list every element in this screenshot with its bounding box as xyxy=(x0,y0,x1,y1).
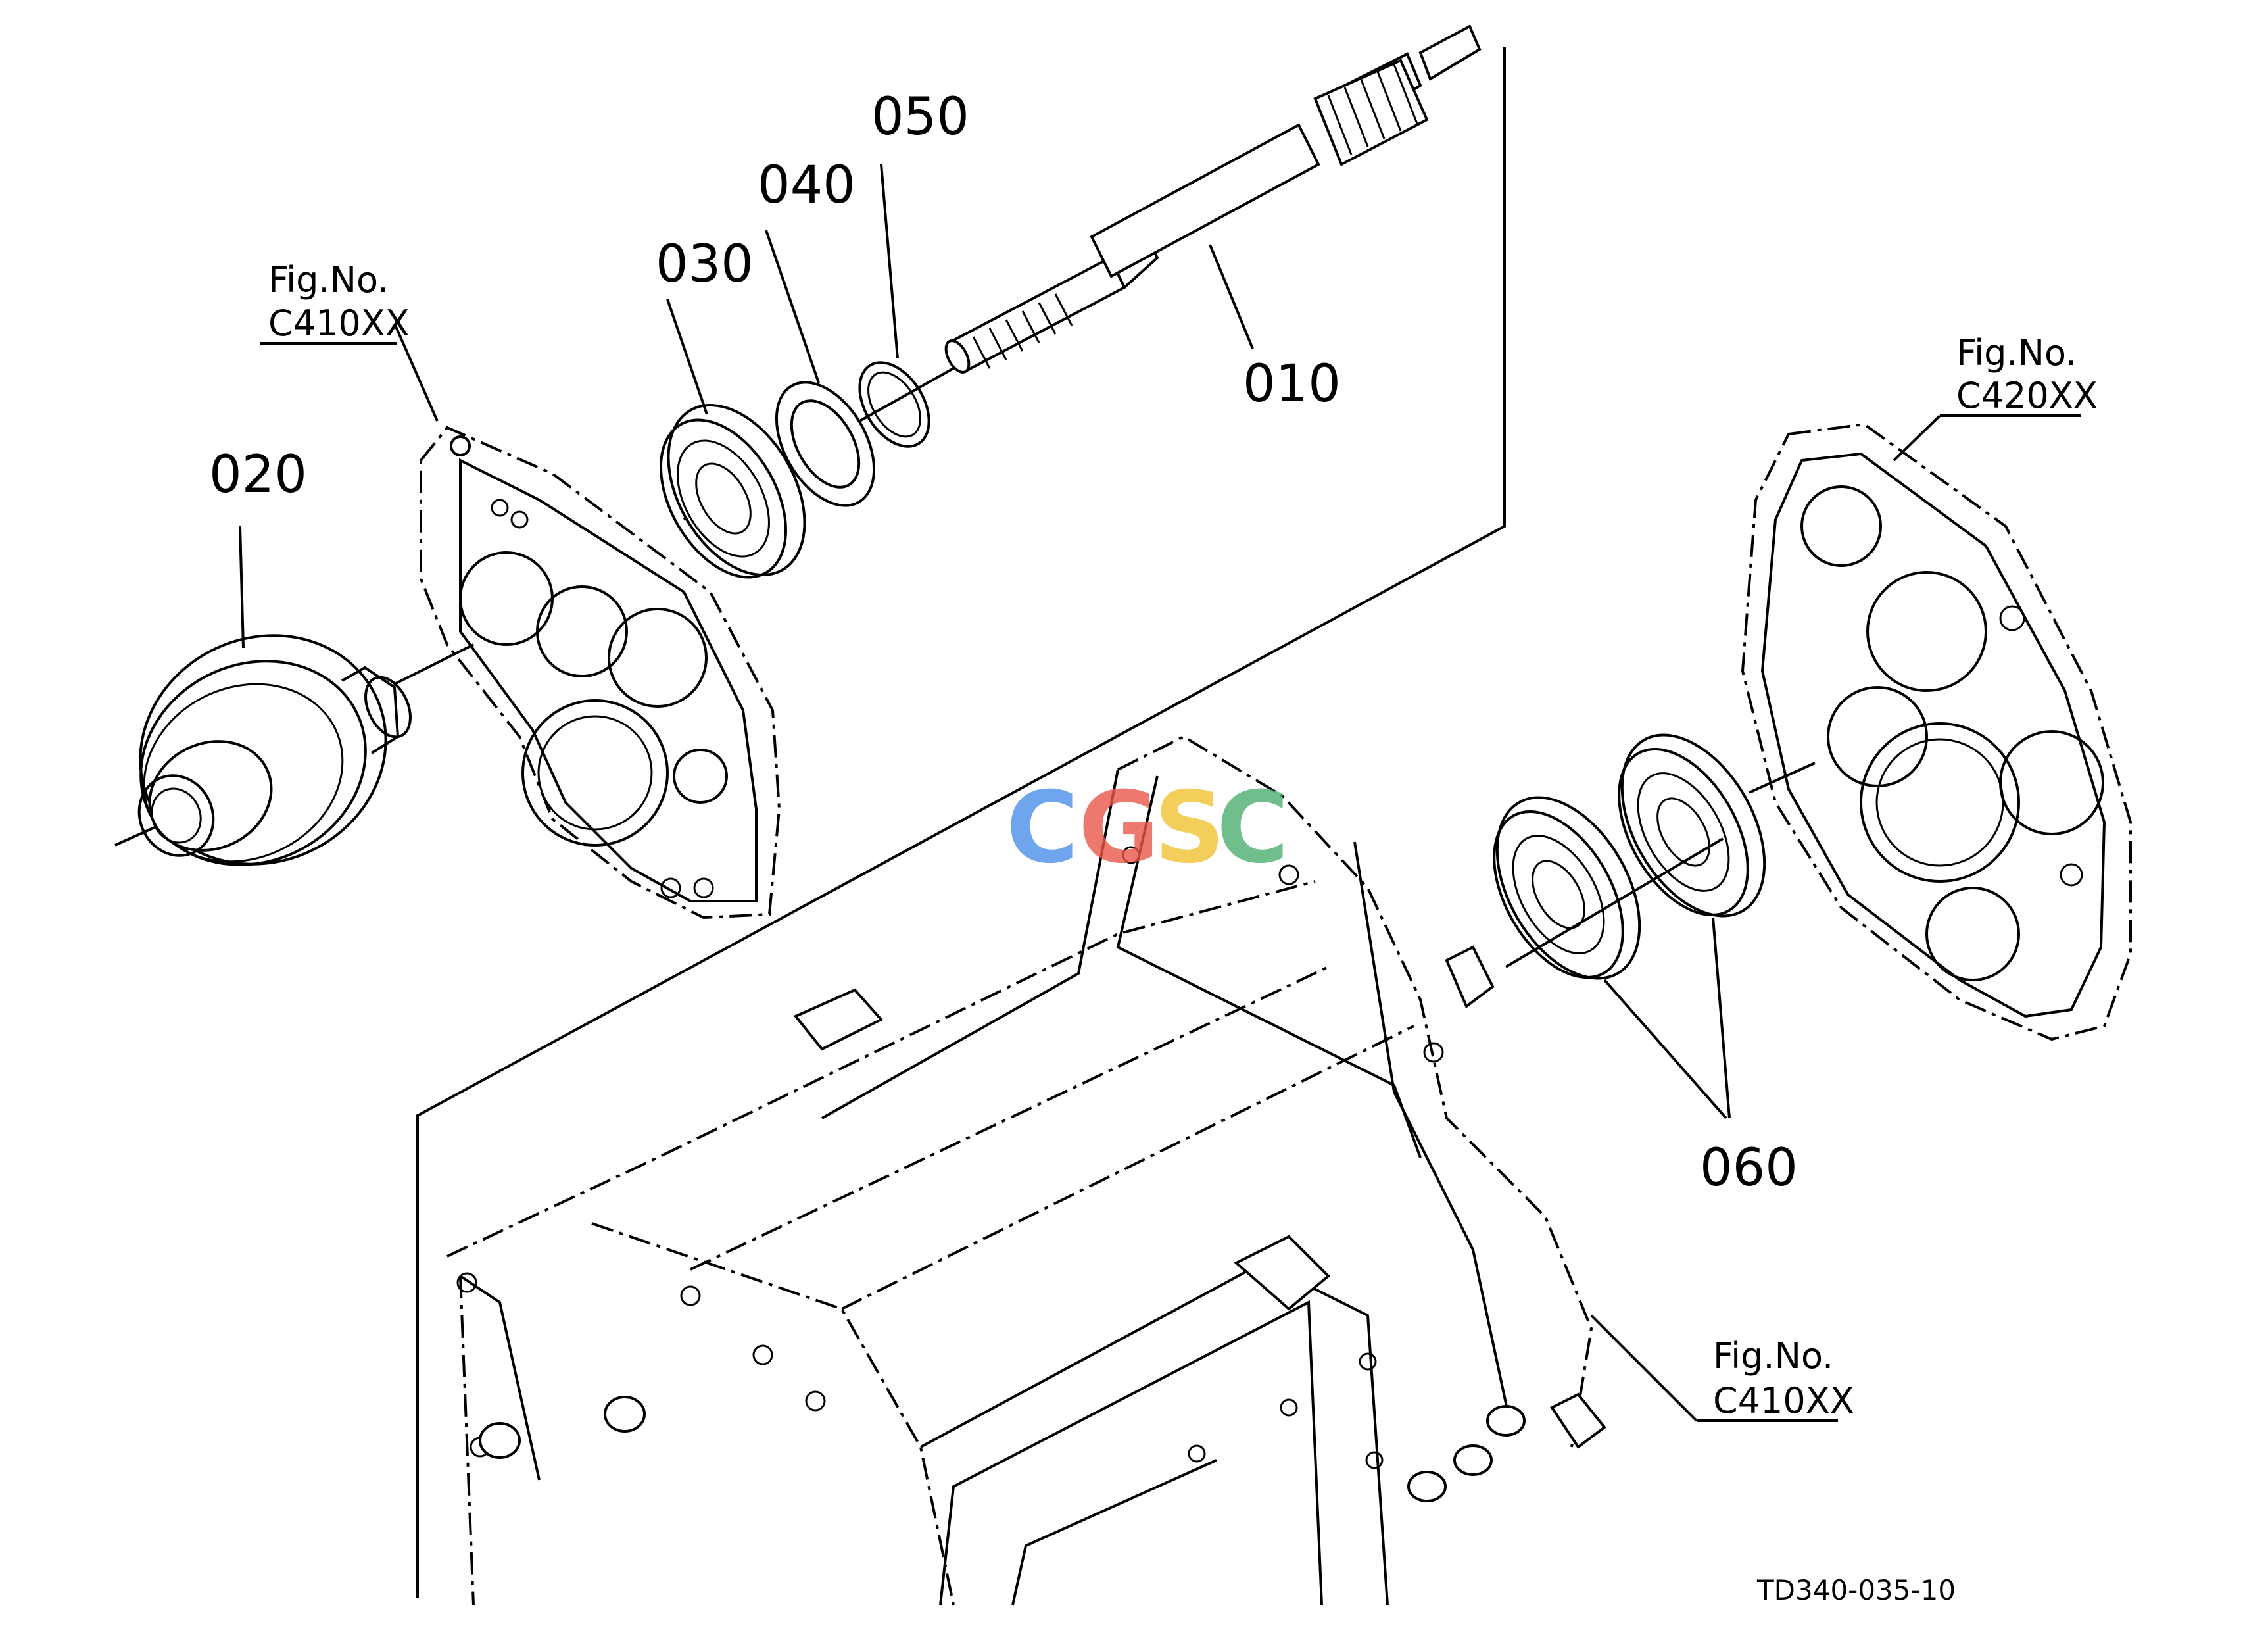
watermark-letter-3: S xyxy=(1154,771,1225,885)
transmission-case xyxy=(446,735,1698,1606)
leader-ref-1 xyxy=(393,323,439,422)
part-label-050: 050 xyxy=(871,87,969,147)
part-label-040: 040 xyxy=(758,156,856,215)
ref-3-line1: Fig.No. xyxy=(1713,1335,1833,1377)
pinion-gear xyxy=(1313,59,1429,166)
part-label-060: 060 xyxy=(1700,1139,1798,1198)
ref-2-line1: Fig.No. xyxy=(1956,332,2077,374)
hub-assembly-020 xyxy=(114,526,412,866)
leader-020 xyxy=(239,526,245,649)
leader-040 xyxy=(765,230,820,383)
ref-2-line2: C420XX xyxy=(1956,375,2098,416)
watermark-letter-1: C xyxy=(1006,771,1078,885)
hub-axis xyxy=(394,643,474,685)
ref-1-line2: C410XX xyxy=(268,303,410,344)
washer-040 xyxy=(765,230,876,507)
bearings-axis xyxy=(1505,837,1724,968)
left-housing-plate xyxy=(393,323,781,920)
watermark-letter-2: G xyxy=(1078,771,1159,885)
watermark-letter-4: C xyxy=(1217,771,1289,885)
snap-ring-050 xyxy=(858,164,930,448)
leader-060-a xyxy=(1603,979,1727,1119)
right-housing-plate xyxy=(1741,414,2132,1041)
watermark-logo: C G S C xyxy=(1006,771,1289,885)
leader-060-b xyxy=(1712,917,1731,1119)
leader-ref-2 xyxy=(1893,414,1941,462)
right-axis xyxy=(1749,762,1816,794)
part-label-030: 030 xyxy=(656,235,754,294)
part-label-020: 020 xyxy=(209,445,307,504)
bearing-030 xyxy=(660,299,806,579)
ref-1-line1: Fig.No. xyxy=(268,259,389,301)
leader-050 xyxy=(880,164,899,359)
drawing-code: TD340-035-10 xyxy=(1756,1574,1956,1606)
part-label-010: 010 xyxy=(1243,355,1341,414)
bearings-060 xyxy=(1493,733,1766,1119)
leader-010 xyxy=(1209,244,1254,349)
shaft-010 xyxy=(944,24,1482,374)
leader-ref-3 xyxy=(1590,1314,1698,1422)
group-frame xyxy=(416,47,1506,1598)
leader-030 xyxy=(666,299,708,415)
shaft-spline xyxy=(972,293,1073,369)
ref-3-line2: C410XX xyxy=(1713,1380,1854,1421)
